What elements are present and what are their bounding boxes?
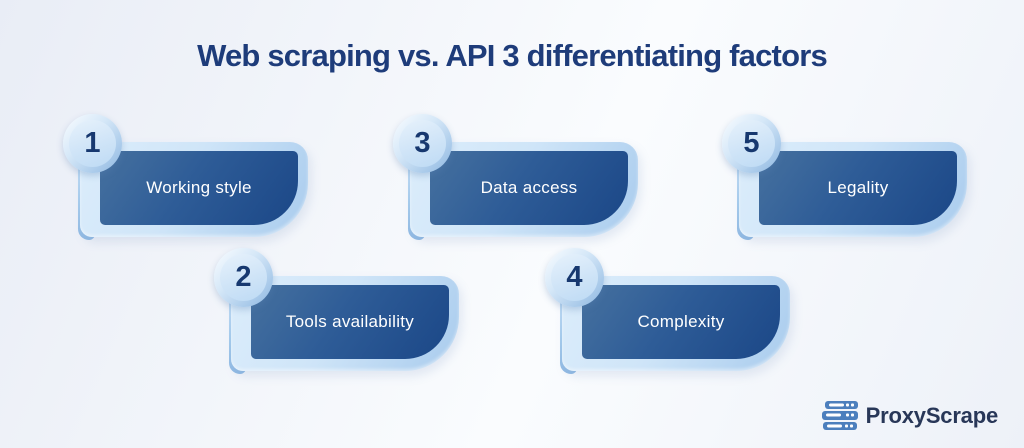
factor-card-1: Working style 1 — [63, 114, 313, 246]
number-badge-inner: 2 — [220, 254, 267, 301]
factor-banner: Tools availability — [251, 285, 449, 359]
page-title: Web scraping vs. API 3 differentiating f… — [197, 38, 828, 73]
factor-card-2: Tools availability 2 — [214, 248, 464, 380]
factor-banner: Data access — [430, 151, 628, 225]
factor-label: Working style — [146, 178, 252, 197]
number-badge-inner: 5 — [728, 120, 775, 167]
factor-label: Legality — [827, 178, 889, 197]
number-badge: 2 — [214, 248, 273, 307]
factor-label: Data access — [480, 178, 578, 197]
factor-label: Tools availability — [285, 312, 415, 331]
factor-banner: Legality — [759, 151, 957, 225]
factor-number: 3 — [414, 127, 431, 159]
factor-label: Complexity — [637, 312, 725, 331]
factor-card-4: Complexity 4 — [545, 248, 795, 380]
factor-banner: Complexity — [582, 285, 780, 359]
factor-number: 5 — [743, 127, 760, 159]
factor-number: 4 — [566, 261, 583, 293]
number-badge: 5 — [722, 114, 781, 173]
factor-banner: Working style — [100, 151, 298, 225]
number-badge: 3 — [393, 114, 452, 173]
factor-card-5: Legality 5 — [722, 114, 972, 246]
proxyscrape-logo: ProxyScrape — [821, 401, 999, 430]
factor-number: 1 — [84, 127, 101, 159]
number-badge-inner: 4 — [551, 254, 598, 301]
factor-card-3: Data access 3 — [393, 114, 643, 246]
logo-text: ProxyScrape — [865, 402, 999, 428]
number-badge-inner: 3 — [399, 120, 446, 167]
server-stack-icon — [821, 401, 858, 430]
number-badge: 1 — [63, 114, 122, 173]
factor-number: 2 — [235, 261, 252, 293]
number-badge: 4 — [545, 248, 604, 307]
number-badge-inner: 1 — [69, 120, 116, 167]
